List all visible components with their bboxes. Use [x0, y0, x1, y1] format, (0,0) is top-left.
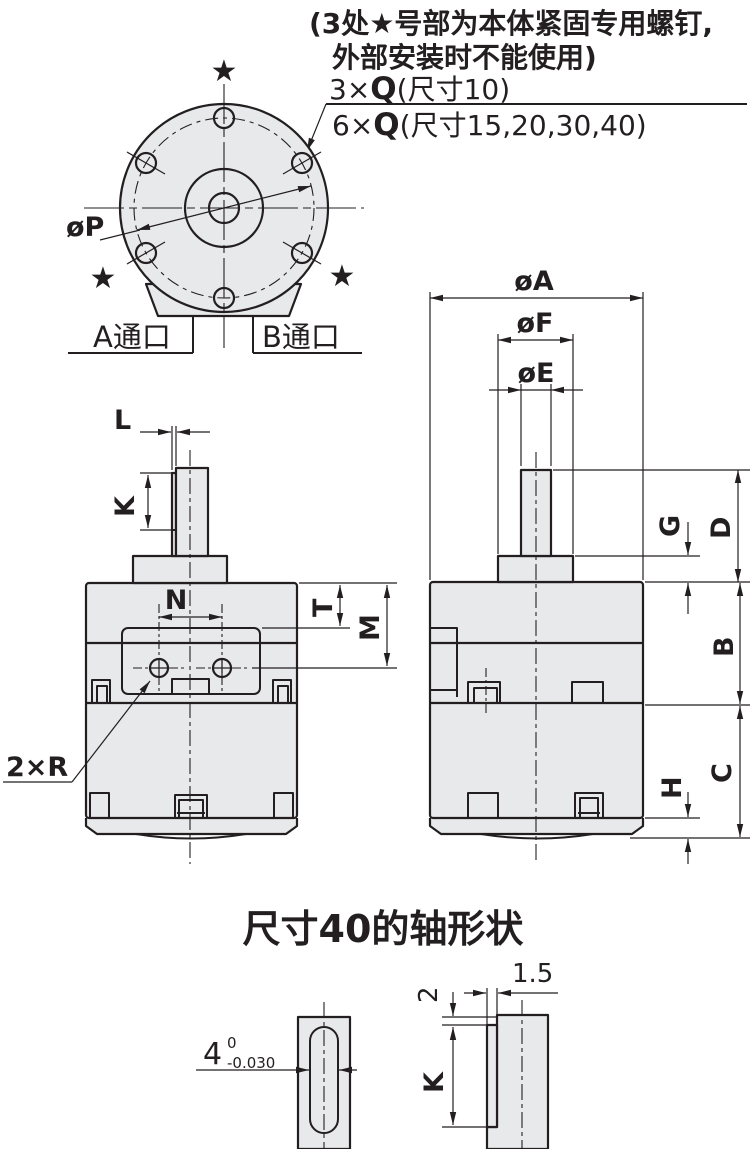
bolt-hole	[212, 286, 236, 310]
dim-label-f: øF	[517, 308, 554, 339]
dim-label-n: N	[165, 585, 188, 616]
q-callout-leader-arrow	[306, 103, 327, 152]
side-notch-right	[272, 679, 292, 703]
dim-p-arrow-line	[136, 185, 312, 231]
bolt-hole	[134, 151, 158, 175]
bottom-tab-right	[273, 792, 294, 818]
shaft-flat-outline	[309, 1026, 339, 1134]
plate-section-tab	[430, 627, 458, 697]
dim-depth-value: 1.5	[512, 959, 553, 989]
shaft-side-flat-strip	[485, 1023, 499, 1129]
dim-p-tail-line	[99, 229, 141, 241]
dim-width-value: 4	[203, 1037, 222, 1072]
dim-offset-value: 2	[414, 986, 444, 1003]
mount-plate	[121, 627, 261, 695]
side-view: øA øF øE D G B C H	[428, 266, 750, 864]
shaft	[174, 466, 210, 558]
r-leader-arrow	[71, 680, 151, 783]
note-line-1: (3处★号部为本体紧固专用螺钉,	[309, 7, 713, 40]
dim-label-g: G	[655, 515, 686, 537]
dim-label-b: B	[709, 636, 740, 657]
side-notch-left	[91, 679, 111, 703]
dim-label-h: H	[657, 776, 688, 799]
q-callout-top: 3×Q(尺寸10)	[329, 71, 510, 107]
shaft-detail-title: 尺寸40的轴形状	[243, 907, 525, 951]
bottom-center-notch	[174, 794, 208, 818]
top-view: ★ ★ ★ øP A通口 B通口	[66, 54, 364, 354]
q-callout: 3×Q(尺寸10) 6×Q(尺寸15,20,30,40)	[306, 71, 747, 152]
bolt-hole	[212, 106, 236, 130]
bottom-cap-arc	[135, 833, 247, 840]
bolt-hole	[290, 241, 314, 265]
bolt-hole	[290, 151, 314, 175]
hole-centerline-tick	[282, 241, 322, 265]
dim-label-t: T	[308, 598, 339, 617]
body	[84, 581, 299, 820]
star-mark-right: ★	[329, 259, 356, 294]
hole-centerline-tick	[126, 241, 166, 265]
dim-label-d: D	[706, 517, 737, 539]
bottom-notch-right	[574, 792, 604, 818]
hole-centerline-tick	[282, 151, 322, 175]
dim-label-k: K	[110, 495, 141, 517]
port-b-label: B通口	[262, 320, 340, 354]
q-callout-bottom: 6×Q(尺寸15,20,30,40)	[332, 107, 647, 143]
bottom-cap-arc	[480, 833, 594, 840]
dim-label-c: C	[707, 763, 738, 783]
dim-label-r: 2×R	[6, 752, 68, 783]
mid-notch-right	[571, 681, 604, 703]
shaft-boss	[131, 554, 229, 585]
front-view: L K N T M 2×R	[3, 405, 397, 864]
dim-label-a: øA	[514, 266, 554, 297]
mount-plate-notch	[171, 678, 210, 694]
dim-width-tol-lower: -0.030	[227, 1054, 275, 1072]
star-mark-top: ★	[211, 54, 238, 89]
bottom-tab-left	[89, 792, 110, 818]
dim-label-k: K	[419, 1071, 450, 1093]
port-a-label: A通口	[93, 320, 171, 354]
bottom-cap	[84, 818, 299, 836]
dim-width-tol-upper: 0	[227, 1034, 237, 1052]
hole-centerline-tick	[126, 151, 166, 175]
star-mark-left: ★	[90, 261, 117, 296]
dim-label-p: øP	[66, 212, 104, 243]
bolt-hole	[134, 241, 158, 265]
note-annotation: (3处★号部为本体紧固专用螺钉, 外部安装时不能使用)	[309, 7, 713, 74]
dim-label-m: M	[355, 614, 386, 641]
note-line-2: 外部安装时不能使用)	[332, 41, 597, 74]
dim-label-l: L	[114, 405, 131, 436]
bottom-tab-left	[467, 792, 499, 818]
dim-label-e: øE	[518, 358, 555, 389]
shaft-detail: 尺寸40的轴形状 4 0 -0.030 2 1.5 K	[196, 907, 558, 1149]
